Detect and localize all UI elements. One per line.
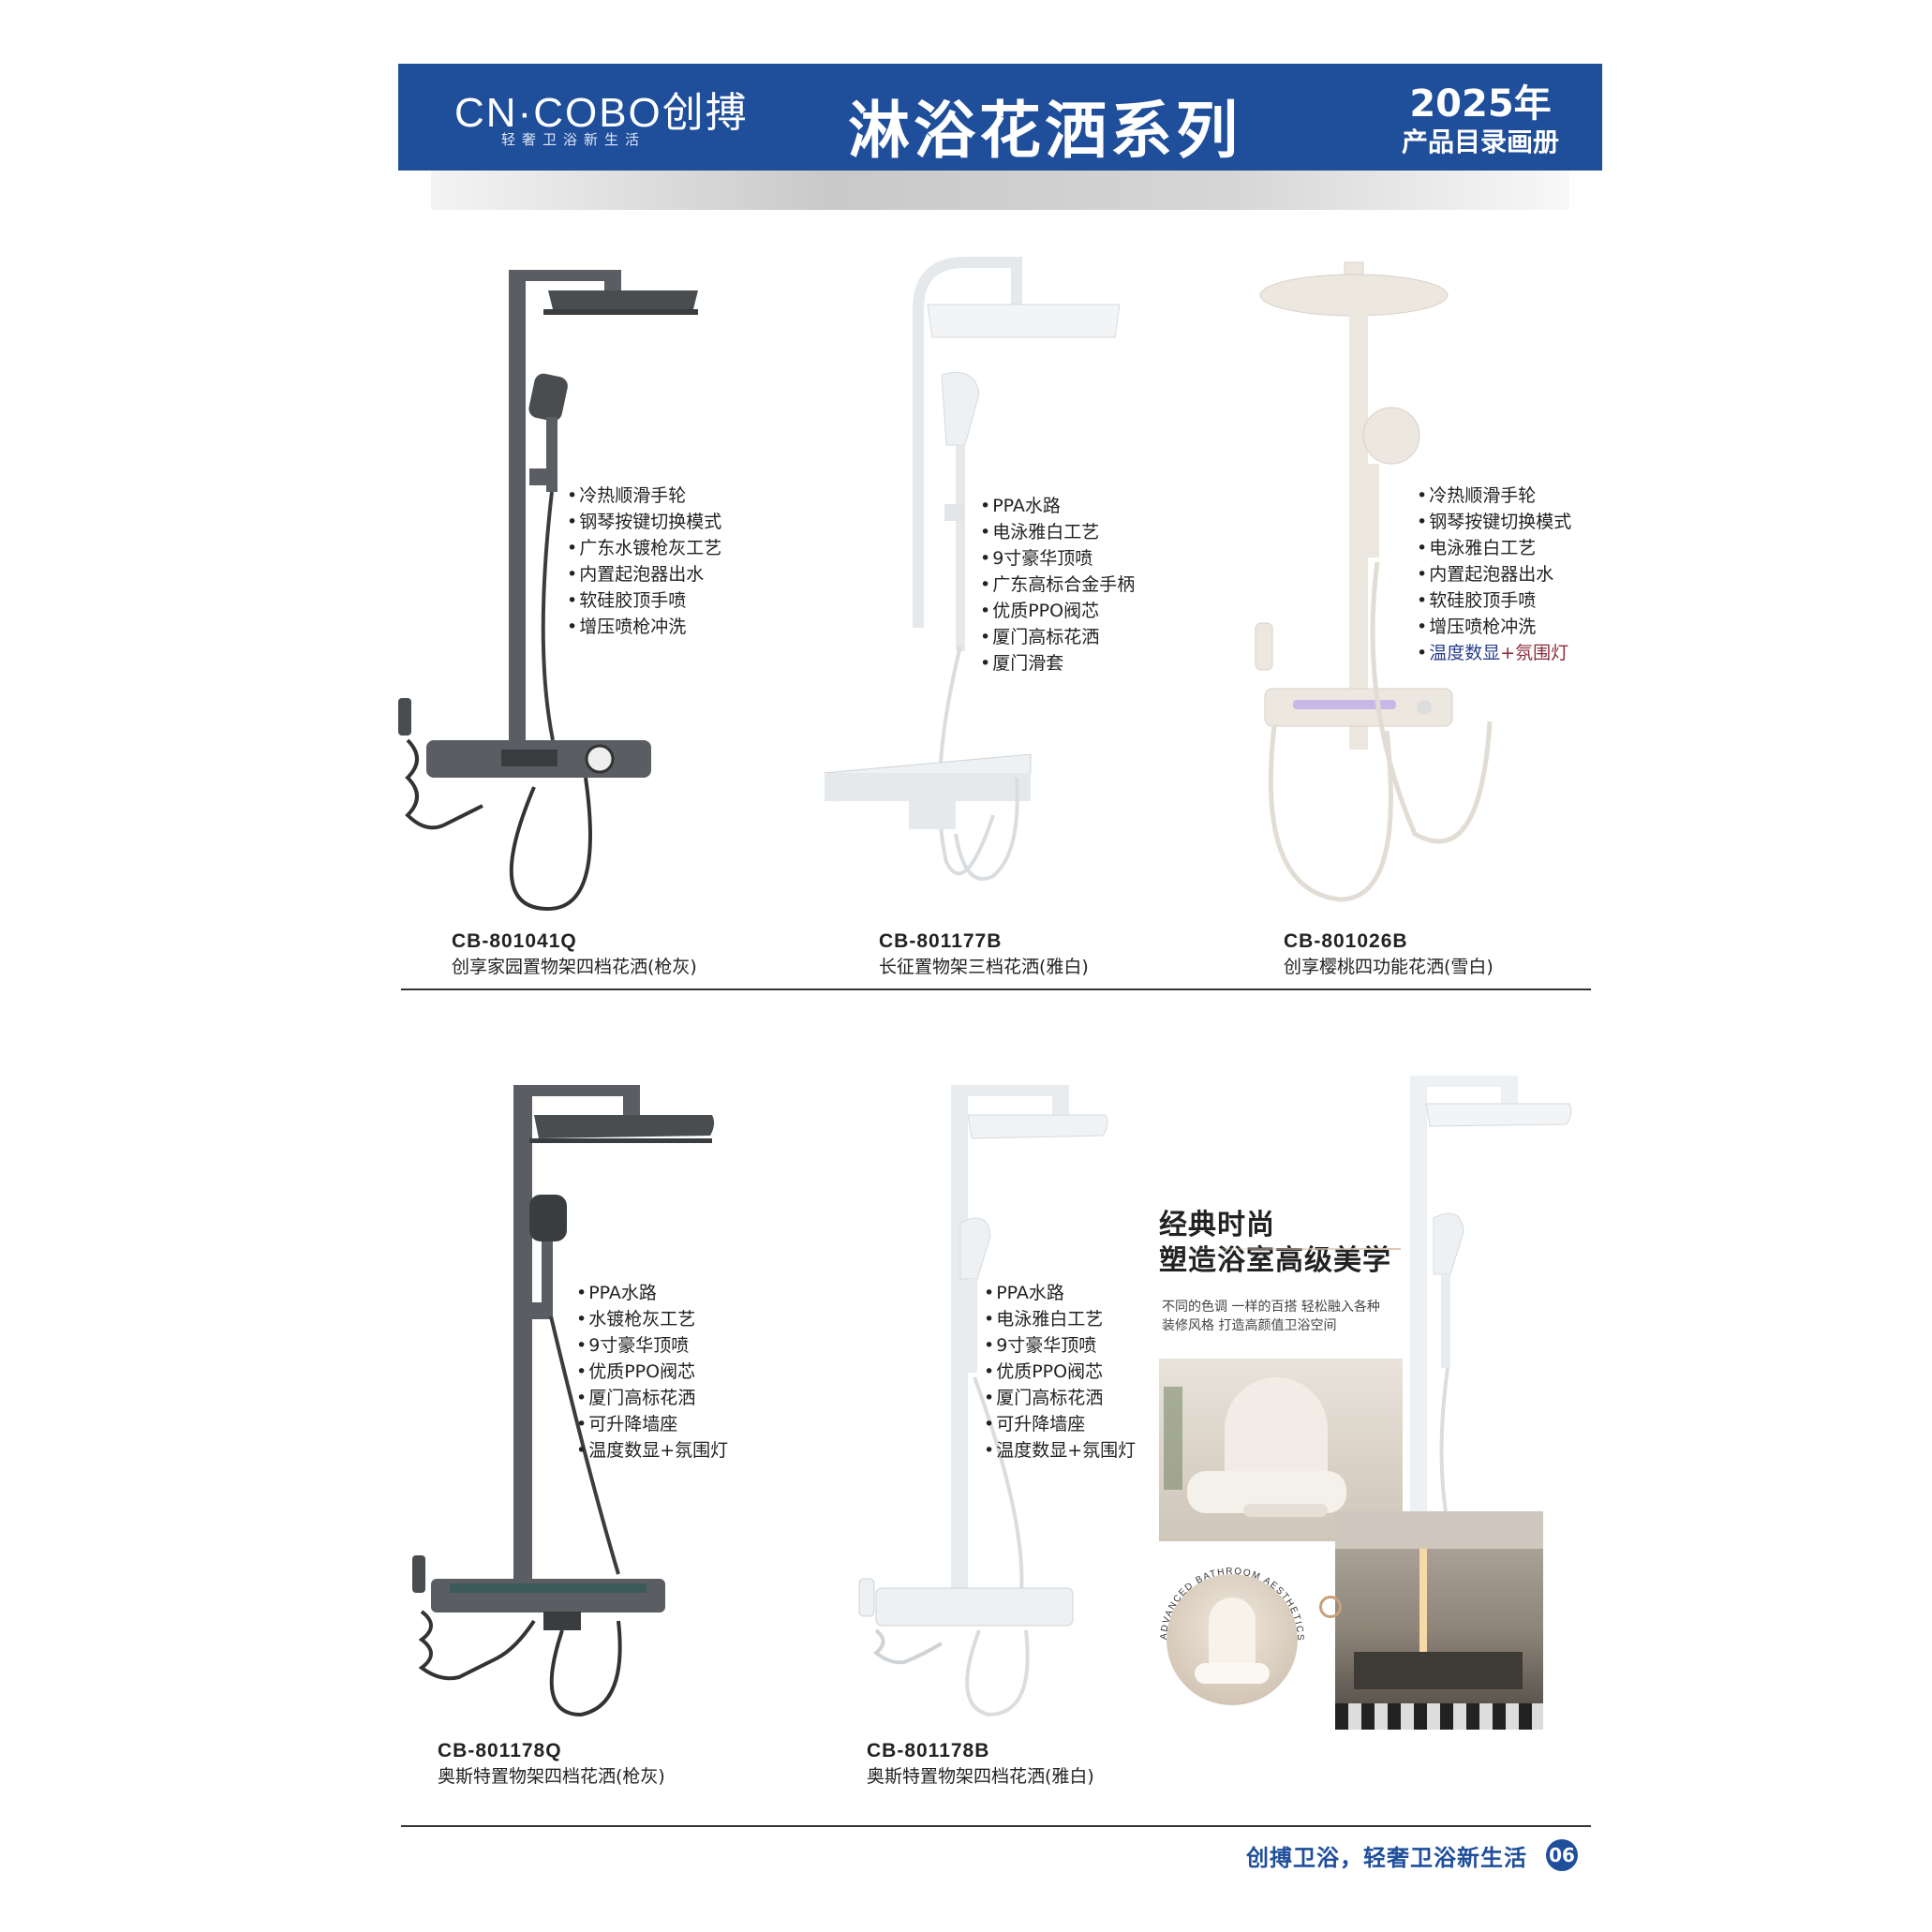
- ceiling-shape: [1335, 1511, 1543, 1549]
- brand-tagline: 轻奢卫浴新生活: [501, 131, 646, 148]
- feature-item: 钢琴按键切换模式: [1417, 509, 1571, 535]
- decor-ring: [1319, 1596, 1342, 1618]
- product-model: CB-801178B: [867, 1740, 990, 1761]
- catalog-label: 产品目录画册: [1401, 126, 1559, 157]
- feature-item: 电泳雅白工艺: [1417, 535, 1571, 561]
- feature-item: 软硅胶顶手喷: [1417, 587, 1571, 614]
- product-name: 奥斯特置物架四档花洒(雅白): [867, 1766, 1094, 1787]
- feature-item: 9寸豪华顶喷: [980, 545, 1135, 572]
- feature-item: 可升降墙座: [984, 1411, 1136, 1437]
- bathtub-shape: [1195, 1663, 1270, 1684]
- product-model: CB-801026B: [1284, 930, 1408, 952]
- product-image-801177b: [824, 257, 1121, 881]
- interior-photo-bathroom: [1335, 1511, 1543, 1730]
- feature-item: 软硅胶顶手喷: [567, 587, 721, 614]
- product-image-801178b: [858, 1085, 1108, 1717]
- light-strip: [1419, 1549, 1427, 1680]
- feature-item: 内置起泡器出水: [567, 561, 721, 587]
- feature-item: PPA水路: [576, 1280, 728, 1306]
- product-image-801026b: [1255, 261, 1493, 902]
- promo-headline-2: 塑造浴室高级美学: [1159, 1244, 1391, 1277]
- footer-divider: [401, 1825, 1591, 1827]
- arch-window: [1209, 1598, 1256, 1663]
- product-model: CB-801178Q: [438, 1740, 562, 1761]
- feature-item: PPA水路: [980, 493, 1135, 519]
- promo-accent-line: [1148, 1248, 1401, 1250]
- feature-item: 广东高标合金手柄: [980, 572, 1135, 598]
- feature-item: 电泳雅白工艺: [984, 1306, 1136, 1332]
- brand-logo: CN·COBO创搏: [454, 90, 749, 136]
- feature-item: 冷热顺滑手轮: [567, 483, 721, 509]
- features-801178q: PPA水路 水镀枪灰工艺 9寸豪华顶喷 优质PPO阀芯 厦门高标花洒 可升降墙座…: [576, 1280, 728, 1464]
- feature-highlight-light: +氛围灯: [1500, 643, 1569, 663]
- features-801177b: PPA水路 电泳雅白工艺 9寸豪华顶喷 广东高标合金手柄 优质PPO阀芯 厦门高…: [980, 493, 1135, 676]
- vanity-shape: [1354, 1652, 1523, 1689]
- series-title: 淋浴花洒系列: [848, 95, 1241, 167]
- interior-photo-living-room: [1159, 1359, 1403, 1541]
- row-divider: [401, 988, 1591, 990]
- feature-highlight-temp: 温度数显: [1429, 643, 1501, 663]
- product-name: 创享家园置物架四档花洒(枪灰): [452, 957, 697, 977]
- interior-photo-round: [1167, 1574, 1298, 1705]
- feature-item: 电泳雅白工艺: [980, 519, 1135, 545]
- feature-item: 厦门滑套: [980, 650, 1135, 676]
- feature-item: 9寸豪华顶喷: [984, 1332, 1136, 1359]
- footer-slogan: 创搏卫浴，轻奢卫浴新生活: [1246, 1845, 1527, 1871]
- product-name: 奥斯特置物架四档花洒(枪灰): [438, 1766, 665, 1787]
- feature-item: 冷热顺滑手轮: [1417, 483, 1571, 509]
- striped-rug: [1335, 1703, 1543, 1730]
- feature-item: 优质PPO阀芯: [576, 1359, 728, 1385]
- features-801026b: 冷热顺滑手轮 钢琴按键切换模式 电泳雅白工艺 内置起泡器出水 软硅胶顶手喷 增压…: [1417, 483, 1571, 666]
- feature-item-highlight: 温度数显+氛围灯: [1417, 640, 1571, 666]
- feature-item: 优质PPO阀芯: [980, 598, 1135, 624]
- product-model: CB-801177B: [879, 930, 1003, 952]
- svg-text:ADVANCED BATHROOM AESTHETICS: ADVANCED BATHROOM AESTHETICS: [1159, 1567, 1305, 1642]
- feature-item: 厦门高标花洒: [576, 1385, 728, 1411]
- feature-item: PPA水路: [984, 1280, 1136, 1306]
- feature-item: 水镀枪灰工艺: [576, 1306, 728, 1332]
- feature-item: 增压喷枪冲洗: [567, 614, 721, 640]
- feature-item: 温度数显+氛围灯: [576, 1437, 728, 1464]
- feature-item: 优质PPO阀芯: [984, 1359, 1136, 1385]
- header-banner: CN·COBO创搏 轻奢卫浴新生活 淋浴花洒系列 2025年 产品目录画册: [398, 64, 1602, 171]
- promo-subtext-1: 不同的色调 一样的百搭 轻松融入各种: [1162, 1300, 1380, 1315]
- promo-subtext-2: 装修风格 打造高颜值卫浴空间: [1162, 1318, 1337, 1333]
- feature-item: 可升降墙座: [576, 1411, 728, 1437]
- plant-shape: [1164, 1387, 1182, 1490]
- product-image-801041q: [398, 270, 698, 912]
- feature-item: 内置起泡器出水: [1417, 561, 1571, 587]
- feature-item: 厦门高标花洒: [984, 1385, 1136, 1411]
- feature-item: 钢琴按键切换模式: [567, 509, 721, 535]
- feature-item: 广东水镀枪灰工艺: [567, 535, 721, 561]
- catalog-year: 2025年: [1409, 82, 1552, 126]
- feature-item: 温度数显+氛围灯: [984, 1437, 1136, 1464]
- feature-item: 厦门高标花洒: [980, 624, 1135, 650]
- promo-shower-image: [1410, 1076, 1572, 1565]
- badge-text: ADVANCED BATHROOM AESTHETICS: [1159, 1567, 1304, 1642]
- page-number: 06: [1546, 1839, 1578, 1871]
- header-shadow: [431, 171, 1569, 210]
- table-shape: [1243, 1504, 1328, 1517]
- product-image-801178q: [412, 1085, 715, 1717]
- product-model: CB-801041Q: [452, 930, 577, 952]
- features-801041q: 冷热顺滑手轮 钢琴按键切换模式 广东水镀枪灰工艺 内置起泡器出水 软硅胶顶手喷 …: [567, 483, 721, 640]
- features-801178b: PPA水路 电泳雅白工艺 9寸豪华顶喷 优质PPO阀芯 厦门高标花洒 可升降墙座…: [984, 1280, 1136, 1464]
- product-name: 长征置物架三档花洒(雅白): [879, 957, 1089, 977]
- promo-headline-1: 经典时尚: [1159, 1209, 1275, 1241]
- aesthetics-badge: ADVANCED BATHROOM AESTHETICS: [1159, 1567, 1305, 1642]
- feature-item: 增压喷枪冲洗: [1417, 614, 1571, 640]
- feature-item: 9寸豪华顶喷: [576, 1332, 728, 1359]
- product-name: 创享樱桃四功能花洒(雪白): [1284, 957, 1494, 977]
